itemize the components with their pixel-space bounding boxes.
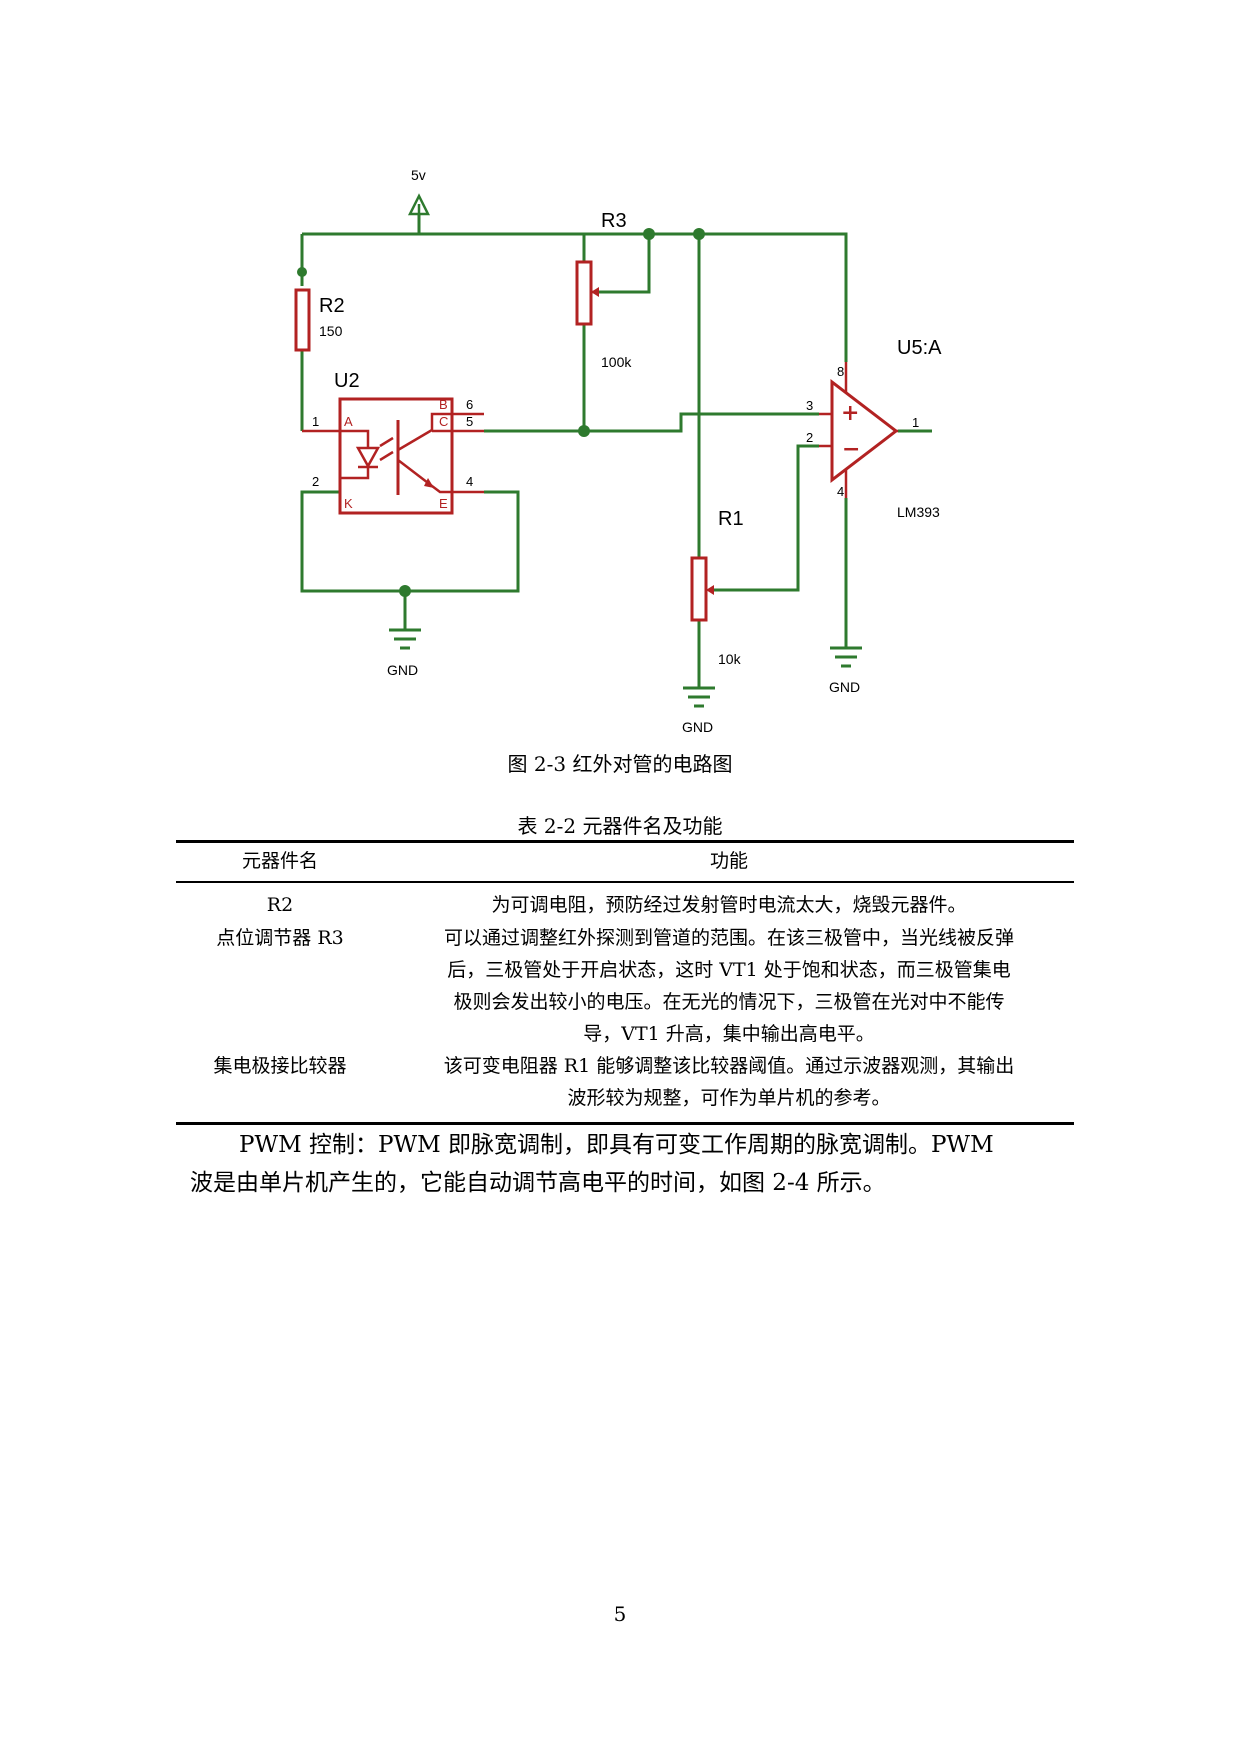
component-name: 集电极接比较器 — [213, 1055, 347, 1077]
u2-pin-name: B — [439, 397, 448, 412]
plus-sign: + — [841, 400, 859, 426]
table-row: 集电极接比较器 该可变电阻器 R1 能够调整该比较器阈值。通过示波器观测，其输出… — [176, 1050, 1074, 1114]
potentiometer-r1 — [690, 556, 708, 622]
function-line: 导，VT1 升高，集中输出高电平。 — [583, 1023, 875, 1045]
function-line: 为可调电阻，预防经过发射管时电流太大，烧毁元器件。 — [491, 894, 967, 916]
u5-part: LM393 — [897, 504, 940, 520]
u5-pin: 3 — [806, 398, 813, 413]
body-paragraph: PWM 控制：PWM 即脉宽调制，即具有可变工作周期的脉宽调制。PWM 波是由单… — [190, 1126, 1066, 1202]
table-bottom-rule — [176, 1122, 1074, 1125]
r1-ref: R1 — [718, 508, 744, 530]
u5-pin: 2 — [806, 430, 813, 445]
power-5v-icon: 5v — [407, 167, 431, 216]
function-line: 极则会发出较小的电压。在无光的情况下，三极管在光对中不能传 — [453, 991, 1005, 1013]
ground-icon — [830, 646, 862, 668]
junction-dots — [297, 228, 705, 597]
figure-caption: 图 2-3 红外对管的电路图 — [507, 752, 733, 776]
component-name: 点位调节器 R3 — [216, 927, 344, 949]
table-top-rule — [176, 840, 1074, 843]
page-number: 5 — [613, 1602, 627, 1626]
table-row: R2 为可调电阻，预防经过发射管时电流太大，烧毁元器件。 — [176, 882, 1074, 922]
optocoupler-u2: U2 1 2 4 5 6 A K B C E — [302, 370, 484, 515]
table-header-row: 元器件名 功能 — [176, 843, 1074, 883]
function-line: 该可变电阻器 R1 能够调整该比较器阈值。通过示波器观测，其输出 — [443, 1055, 1015, 1077]
potentiometer-r3 — [575, 260, 593, 326]
u2-pin-name: C — [439, 414, 448, 429]
u2-pin: 4 — [466, 474, 473, 489]
minus-sign: − — [842, 436, 860, 462]
function-line: 波形较为规整，可作为单片机的参考。 — [567, 1087, 891, 1109]
u2-pin: 1 — [312, 414, 319, 429]
table-row: 点位调节器 R3 可以通过调整红外探测到管道的范围。在该三极管中，当光线被反弹 … — [176, 922, 1074, 1050]
u5-pin: 1 — [912, 415, 919, 430]
circuit-diagram: 5v GND GND GND R2 150 R3 100k — [294, 167, 942, 735]
u2-pin: 6 — [466, 397, 473, 412]
u2-pin: 2 — [312, 474, 319, 489]
r2-value: 150 — [319, 323, 343, 339]
table-title: 表 2-2 元器件名及功能 — [517, 814, 723, 838]
u2-pin: 5 — [466, 414, 473, 429]
table-header-cell: 功能 — [384, 843, 1074, 883]
component-name: R2 — [266, 894, 294, 916]
function-line: 后，三极管处于开启状态，这时 VT1 处于饱和状态，而三极管集电 — [447, 959, 1011, 981]
u2-pin-name: A — [344, 414, 353, 429]
r2-ref: R2 — [319, 295, 345, 317]
comparator-u5: + − U5:A LM393 8 3 2 1 4 — [806, 337, 942, 520]
u2-pin-name: K — [344, 496, 353, 511]
u5-ref: U5:A — [897, 337, 942, 359]
ground-icon — [389, 628, 421, 650]
r3-value: 100k — [601, 354, 632, 370]
r3-ref: R3 — [601, 210, 627, 232]
gnd-label: GND — [387, 662, 418, 678]
component-function: 可以通过调整红外探测到管道的范围。在该三极管中，当光线被反弹 后，三极管处于开启… — [384, 922, 1074, 1050]
table-header-cell: 元器件名 — [176, 843, 384, 883]
gnd-label: GND — [682, 719, 713, 735]
u2-ref: U2 — [334, 370, 360, 392]
u5-pin: 4 — [837, 484, 844, 499]
r1-value: 10k — [718, 651, 742, 667]
components-table: 元器件名 功能 R2 为可调电阻，预防经过发射管时电流太大，烧毁元器件。 点位调… — [176, 843, 1074, 1114]
gnd-label: GND — [829, 679, 860, 695]
resistor-r2 — [294, 288, 311, 352]
power-label: 5v — [411, 167, 426, 183]
function-line: 可以通过调整红外探测到管道的范围。在该三极管中，当光线被反弹 — [443, 927, 1014, 949]
u2-pin-name: E — [439, 496, 448, 511]
ground-icon — [683, 686, 715, 708]
paragraph-line: PWM 控制：PWM 即脉宽调制，即具有可变工作周期的脉宽调制。PWM — [239, 1132, 994, 1158]
component-function: 为可调电阻，预防经过发射管时电流太大，烧毁元器件。 — [384, 882, 1074, 922]
u5-pin: 8 — [837, 364, 844, 379]
paragraph-line: 波是由单片机产生的，它能自动调节高电平的时间，如图 2-4 所示。 — [190, 1170, 886, 1196]
component-function: 该可变电阻器 R1 能够调整该比较器阈值。通过示波器观测，其输出 波形较为规整，… — [384, 1050, 1074, 1114]
